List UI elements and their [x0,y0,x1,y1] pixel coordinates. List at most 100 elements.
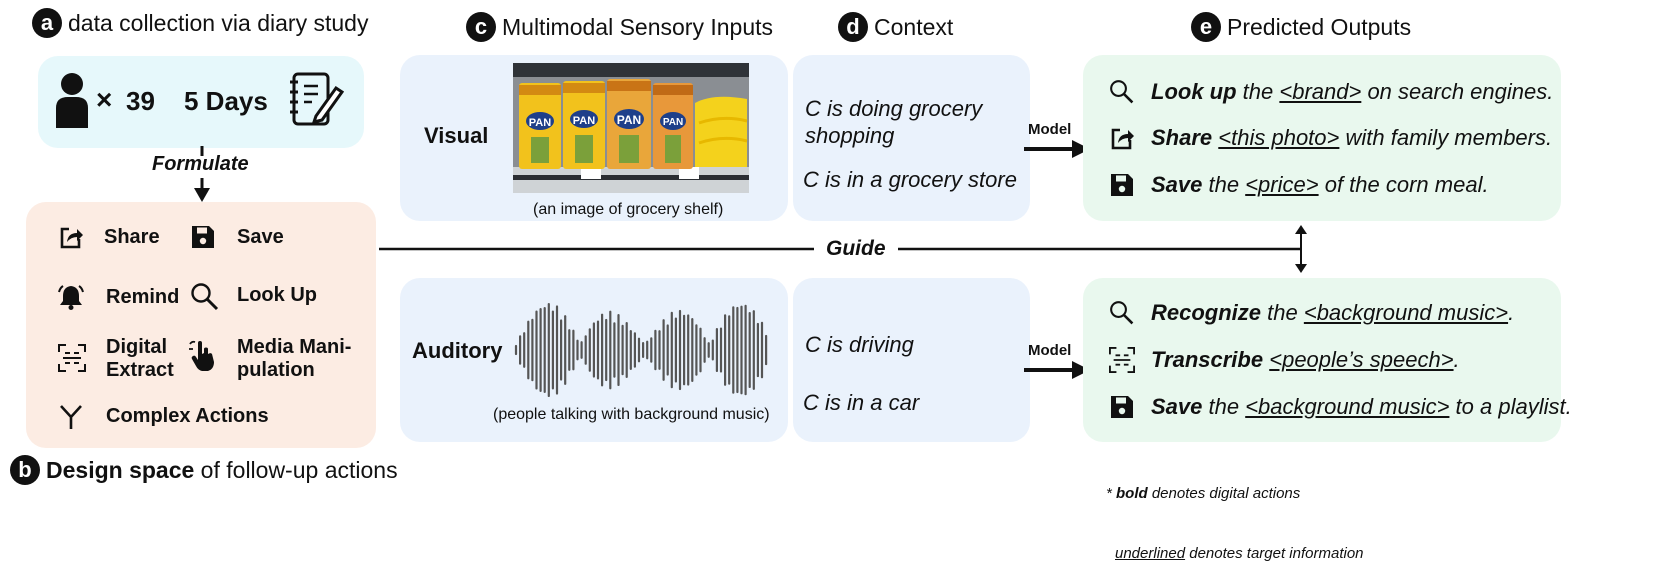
section-b-title-bold: Design space [46,456,195,483]
context-auditory-box: C is driving C is in a car [793,278,1030,442]
pan-package: PAN [563,81,605,169]
footnote-line-2: underlined denotes target information [1106,544,1364,564]
auditory-label: Auditory [412,338,503,363]
output-target: <price> [1245,172,1319,197]
model-arrow-top [1024,140,1090,158]
section-b-header: b Design space of follow-up actions [10,455,398,485]
output-target: <this photo> [1218,125,1340,150]
section-e-title: Predicted Outputs [1227,13,1412,40]
pan-text-3: PAN [617,113,641,127]
pan-package: PAN [653,83,693,169]
output-row: Share <this photo> with family members. [1109,125,1552,151]
pan-package: PAN [607,79,651,169]
section-c-title: Multimodal Sensory Inputs [502,13,774,40]
study-summary-box: × 39 5 Days [38,56,364,148]
section-a-badge: a [32,8,62,38]
context-visual-line-1: C is doing grocery shopping [805,96,983,148]
output-pre: the [1261,300,1304,325]
magnifier-icon [191,283,219,311]
visual-label: Visual [424,123,489,148]
auditory-input-box: Auditory (people talking with background… [400,278,788,442]
model-label-top: Model [1028,121,1072,138]
design-digital-extract-line1: Digital [106,336,168,358]
pan-package: PAN [519,83,561,169]
footnote-underlined-word: underlined [1115,545,1186,562]
context-auditory-line-2: C is in a car [803,390,920,415]
save-icon [1111,174,1133,196]
design-space-box: Share Save Remind Look Up Digital Extrac… [26,202,376,448]
output-target: <brand> [1279,79,1362,104]
save-icon [192,226,214,248]
model-label-bottom: Model [1028,342,1072,359]
section-c-header: c Multimodal Sensory Inputs [466,12,773,42]
footnote-bold-word: bold [1116,485,1148,502]
formulate-label: Formulate [152,153,249,175]
grocery-shelf-image: PAN PAN PAN PAN [513,63,749,193]
section-d-badge: d [838,12,868,42]
output-pre: the [1202,172,1246,197]
visual-caption: (an image of grocery shelf) [533,201,724,218]
visual-input-box: Visual PAN PAN PAN [400,55,788,221]
design-save-label: Save [237,226,284,248]
output-post: of the corn meal. [1318,172,1489,197]
outputs-visual-box: Look up the <brand> on search engines. S… [1083,55,1561,221]
formulate-arrow [194,146,210,202]
outputs-auditory-box: Recognize the <background music> . Trans… [1083,278,1572,442]
design-media-manipulation-line2: pulation [237,359,315,381]
pan-text-2: PAN [573,115,595,127]
output-target: <background music> [1245,394,1450,419]
notebook-pen-icon [290,72,344,126]
share-icon [1111,128,1134,150]
magnifier-icon [1110,80,1134,104]
section-d-title: Context [874,13,954,40]
output-row: Transcribe <people’s speech> . [1109,347,1460,373]
design-share-label: Share [104,226,160,248]
design-media-manipulation-line1: Media Mani- [237,336,352,358]
output-post: on search engines. [1361,79,1554,104]
bell-icon [58,285,84,310]
context-auditory-line-1: C is driving [805,332,914,357]
output-pre: the [1202,394,1246,419]
pan-text-1: PAN [529,117,551,129]
section-e-badge: e [1191,12,1221,42]
participant-count: 39 [126,86,155,116]
guide-connector [379,225,1307,273]
pan-text-4: PAN [663,117,683,128]
magnifier-icon [1110,301,1134,325]
section-d-header: d Context [838,12,953,42]
output-verb: Save [1151,394,1203,419]
design-remind-label: Remind [106,286,180,308]
output-verb: Recognize [1151,300,1262,325]
context-visual-box: C is doing grocery shopping C is in a gr… [793,55,1030,221]
section-b-title-rest: of follow-up actions [194,456,398,483]
study-duration: 5 Days [184,86,268,116]
design-lookup-label: Look Up [237,284,317,306]
model-arrow-bottom [1024,361,1090,379]
output-post: to a playlist. [1449,394,1572,419]
section-e-header: e Predicted Outputs [1191,12,1411,42]
guide-label: Guide [826,237,886,260]
section-b-badge: b [10,455,40,485]
output-pre: the [1236,79,1280,104]
output-post: with family members. [1339,125,1553,150]
output-target: <people’s speech> [1269,347,1454,372]
output-verb: Look up [1151,79,1237,104]
footnote-star: * [1106,485,1117,502]
audio-waveform [514,302,768,398]
design-media-manipulation-label: Media Mani- pulation [237,336,351,382]
hand-pointer-icon [189,340,214,371]
footnote-line1-rest: denotes digital actions [1147,485,1301,502]
section-c-badge: c [466,12,496,42]
output-verb: Save [1151,172,1203,197]
auditory-caption: (people talking with background music) [493,406,770,423]
share-icon [60,227,83,249]
section-a-title: data collection via diary study [68,9,369,36]
output-target: <background music> [1303,300,1509,325]
section-a-header: a data collection via diary study [32,8,368,38]
output-row: Save the <price> of the corn meal. [1109,172,1489,198]
footnote: * bold denotes digital actions underline… [1106,444,1364,584]
times-symbol: × [96,84,113,115]
output-row: Save the <background music> to a playlis… [1109,394,1572,420]
design-digital-extract-line2: Extract [106,359,174,381]
output-row: Look up the <brand> on search engines. [1109,79,1553,105]
